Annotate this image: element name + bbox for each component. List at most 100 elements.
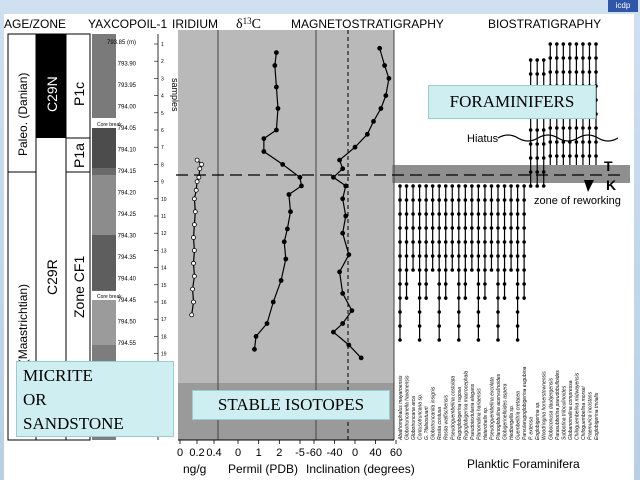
micrite-line-2: OR — [23, 390, 47, 409]
range-point — [522, 184, 526, 188]
range-point — [594, 56, 598, 60]
range-point — [463, 240, 468, 244]
carbon-isotopes-point — [273, 84, 279, 90]
sample-number: 2 — [161, 59, 164, 65]
range-point — [463, 198, 468, 202]
species-label: Pseudotextularia elegans — [470, 383, 476, 440]
species-label: Globanomalina compressa — [568, 380, 574, 440]
range-point — [450, 212, 455, 216]
range-point — [561, 154, 566, 158]
core-break-2: Core break — [97, 294, 122, 300]
depth-label: 794.50 — [118, 320, 137, 326]
range-point — [515, 240, 520, 244]
curves-layer — [189, 45, 392, 361]
depth-labels: 793.85 (m)793.90793.95794.00794.05794.10… — [107, 40, 137, 347]
range-point — [489, 226, 494, 230]
range-point — [509, 268, 513, 272]
incl-tick-label: 40 — [369, 447, 381, 459]
range-point — [509, 254, 513, 258]
range-point — [417, 212, 422, 216]
hiatus-mark — [497, 134, 619, 142]
carbon-isotopes-point — [275, 106, 281, 111]
range-point — [483, 296, 487, 300]
range-point — [483, 282, 487, 286]
range-point — [404, 240, 409, 244]
range-point — [437, 198, 442, 202]
range-point — [424, 254, 428, 258]
range-point — [515, 324, 520, 328]
range-point — [496, 226, 500, 230]
range-point — [443, 282, 448, 286]
range-point — [476, 198, 481, 202]
species-label: Pseudoguembelina excolata — [489, 377, 495, 440]
range-point — [430, 184, 435, 188]
depth-label: 793.95 — [118, 83, 137, 89]
range-point — [443, 254, 448, 258]
strat-c29r-label: C29R — [44, 259, 60, 295]
species-label: Contusotruncana sp. — [418, 394, 424, 440]
inclination-point — [377, 45, 383, 51]
range-point — [574, 42, 579, 46]
range-point — [581, 126, 585, 130]
range-point — [496, 268, 500, 272]
iridium-tick-label: 0.4 — [206, 447, 221, 459]
range-point — [522, 268, 526, 272]
iridium-point — [191, 222, 197, 228]
range-point — [522, 254, 526, 258]
iridium-point — [193, 187, 199, 193]
core-break-1: Core break — [97, 122, 122, 128]
depth-label: 794.00 — [118, 105, 137, 111]
range-point — [535, 142, 539, 146]
range-point — [470, 184, 474, 188]
range-point — [548, 56, 553, 60]
range-point — [548, 70, 553, 74]
range-point — [470, 268, 474, 272]
range-point — [398, 184, 402, 188]
range-point — [476, 254, 481, 258]
species-label: Parasubbotina pseudobulloides — [555, 370, 561, 440]
range-point — [561, 70, 566, 74]
carbon-isotopes-point — [278, 278, 284, 283]
range-point — [574, 154, 579, 158]
range-point — [568, 42, 572, 46]
carbon-isotopes-point — [261, 136, 267, 142]
range-point — [555, 126, 559, 130]
range-point — [463, 282, 468, 286]
bio-unit: Planktic Foraminifera — [467, 457, 580, 471]
range-point — [450, 226, 455, 230]
range-point — [443, 268, 448, 272]
inclination-point — [340, 196, 346, 202]
range-point — [587, 154, 592, 158]
species-label: Guembelitria cretacea — [516, 391, 522, 440]
range-point — [515, 198, 520, 202]
iridium-tick-label: 0.2 — [189, 447, 204, 459]
range-point — [548, 154, 553, 158]
iridium-point — [191, 196, 197, 202]
range-point — [587, 56, 592, 60]
range-point — [398, 338, 402, 342]
range-point — [411, 254, 415, 258]
range-point — [404, 254, 409, 258]
depth-label: 794.45 — [118, 298, 137, 304]
range-point — [430, 240, 435, 244]
carbon-tick-label: -5 — [295, 447, 305, 459]
range-point — [581, 70, 585, 74]
species-label: Eoglobigerina trivialis — [594, 392, 600, 440]
range-point — [509, 198, 513, 202]
magneto-panel-bg — [316, 30, 394, 440]
incl-tick-label: -60 — [306, 447, 322, 459]
inclination-point — [352, 144, 358, 150]
range-point — [496, 296, 500, 300]
header-bio: BIOSTRATIGRAPHY — [488, 17, 601, 31]
range-point — [561, 56, 566, 60]
iridium-unit: ng/g — [183, 462, 206, 476]
range-point — [528, 142, 533, 146]
range-point — [496, 338, 500, 342]
range-point — [437, 338, 442, 342]
range-point — [541, 128, 546, 132]
iridium-point — [199, 161, 205, 167]
iridium-point — [191, 273, 197, 279]
species-label: Planoglobulina acervulinoides — [496, 373, 502, 440]
